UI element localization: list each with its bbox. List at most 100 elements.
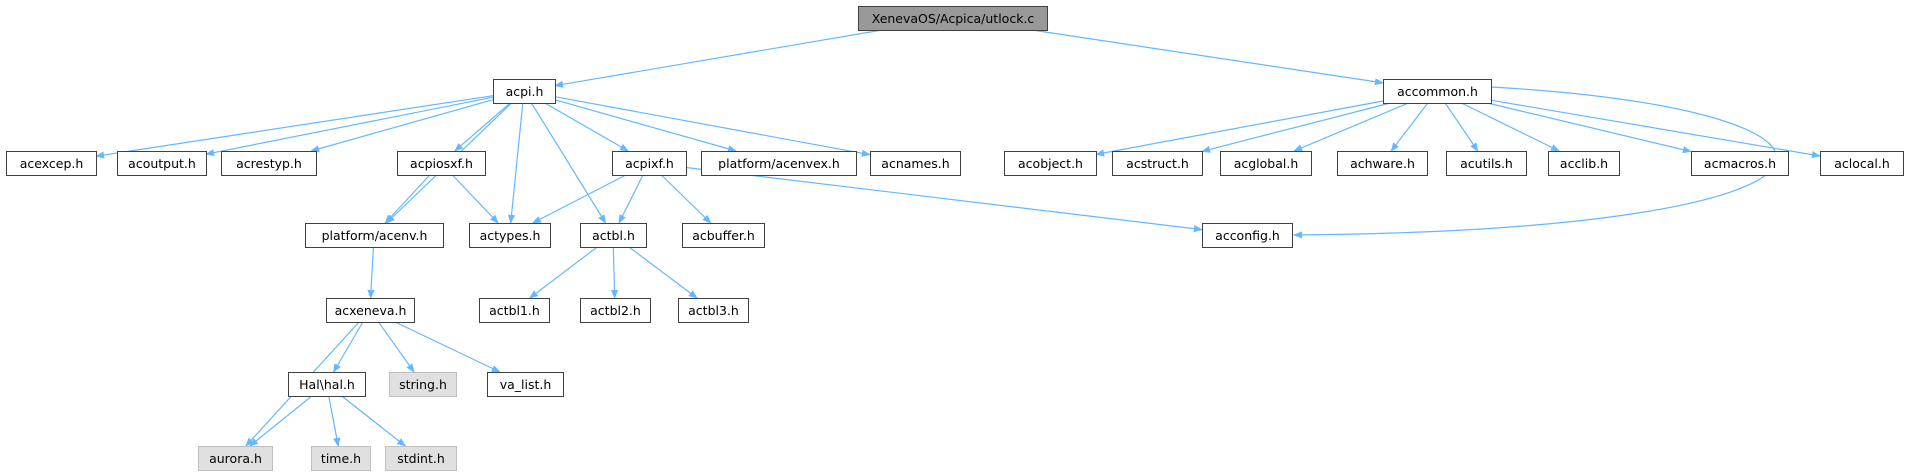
edge-acpi-to-acpixf	[544, 102, 629, 152]
node-box-aurora	[198, 446, 273, 471]
node-accommon[interactable]: accommon.h	[1383, 79, 1492, 104]
node-acutils[interactable]: acutils.h	[1446, 151, 1527, 176]
node-label-aclocal: aclocal.h	[1834, 156, 1890, 171]
node-actbl1[interactable]: actbl1.h	[479, 298, 550, 323]
edge-acxeneva-to-halhal	[333, 321, 364, 373]
node-acexcep[interactable]: acexcep.h	[6, 151, 97, 176]
node-string: string.h	[389, 372, 457, 397]
node-stdint: stdint.h	[385, 446, 457, 471]
edge-acxeneva-to-valist	[394, 321, 501, 373]
node-acpiosxf[interactable]: acpiosxf.h	[397, 151, 486, 176]
node-label-achware: achware.h	[1350, 156, 1415, 171]
node-label-acrestyp: acrestyp.h	[236, 156, 302, 171]
node-label-acoutput: acoutput.h	[128, 156, 196, 171]
node-label-actypes: actypes.h	[480, 228, 541, 243]
node-box-halhal	[288, 372, 366, 397]
node-time: time.h	[311, 446, 371, 471]
node-box-acxeneva	[326, 298, 415, 323]
node-label-acpiosxf: acpiosxf.h	[410, 156, 473, 171]
node-label-valist: va_list.h	[500, 377, 552, 392]
edge-acenv-to-acxeneva	[367, 246, 375, 299]
edge-acpixf-to-actypes	[532, 174, 627, 224]
node-halhal[interactable]: Hal\hal.h	[288, 372, 366, 397]
node-box-acmacros	[1691, 151, 1789, 176]
node-box-actbl1	[479, 298, 550, 323]
edge-acpiosxf-to-acenv	[384, 174, 431, 224]
node-label-acnames: acnames.h	[881, 156, 949, 171]
node-box-actbl3	[678, 298, 749, 323]
node-label-acenv: platform/acenv.h	[322, 228, 428, 243]
edge-acpi-to-acpiosxf	[454, 102, 511, 152]
node-box-acexcep	[6, 151, 97, 176]
edge-actbl-to-actbl1	[529, 246, 598, 299]
node-acmacros[interactable]: acmacros.h	[1691, 151, 1789, 176]
node-label-acconfig: acconfig.h	[1215, 228, 1280, 243]
node-label-acglobal: acglobal.h	[1234, 156, 1299, 171]
node-acxeneva[interactable]: acxeneva.h	[326, 298, 415, 323]
node-acconfig[interactable]: acconfig.h	[1202, 223, 1293, 248]
edge-accommon-to-acobject	[1095, 100, 1384, 157]
edge-root-to-accommon	[1032, 29, 1384, 86]
node-acnames[interactable]: acnames.h	[870, 151, 961, 176]
node-box-acrestyp	[221, 151, 317, 176]
node-label-time: time.h	[321, 451, 361, 466]
node-root[interactable]: XenevaOS/Acpica/utlock.c	[858, 6, 1048, 31]
node-acenv[interactable]: platform/acenv.h	[305, 223, 444, 248]
node-label-aurora: aurora.h	[209, 451, 262, 466]
node-box-aclocal	[1820, 151, 1904, 176]
node-label-halhal: Hal\hal.h	[299, 377, 355, 392]
node-actbl3[interactable]: actbl3.h	[678, 298, 749, 323]
node-actbl2[interactable]: actbl2.h	[580, 298, 651, 323]
node-label-accommon: accommon.h	[1397, 84, 1478, 99]
node-actbl[interactable]: actbl.h	[580, 223, 647, 248]
node-box-acstruct	[1112, 151, 1203, 176]
edge-accommon-to-acmacros	[1487, 102, 1692, 154]
edge-acxeneva-to-string	[378, 321, 415, 373]
node-box-acbuffer	[682, 223, 765, 248]
node-label-acutils: acutils.h	[1460, 156, 1513, 171]
node-label-acmacros: acmacros.h	[1704, 156, 1776, 171]
node-acclib[interactable]: acclib.h	[1548, 151, 1620, 176]
node-box-actbl2	[580, 298, 651, 323]
node-acbuffer[interactable]: acbuffer.h	[682, 223, 765, 248]
node-aurora: aurora.h	[198, 446, 273, 471]
node-acpixf[interactable]: acpixf.h	[612, 151, 687, 176]
node-label-acenvex: platform/acenvex.h	[718, 156, 840, 171]
node-achware[interactable]: achware.h	[1337, 151, 1428, 176]
edge-acpixf-to-actbl	[618, 174, 644, 224]
node-acglobal[interactable]: acglobal.h	[1220, 151, 1312, 176]
node-box-acclib	[1548, 151, 1620, 176]
edge-acpi-to-acnames	[554, 96, 871, 157]
node-box-acpiosxf	[397, 151, 486, 176]
edge-acpi-to-acexcep	[95, 95, 494, 159]
node-box-acnames	[870, 151, 961, 176]
node-acobject[interactable]: acobject.h	[1004, 151, 1097, 176]
node-box-string	[389, 372, 457, 397]
node-box-acobject	[1004, 151, 1097, 176]
node-label-acexcep: acexcep.h	[20, 156, 84, 171]
node-label-string: string.h	[399, 377, 447, 392]
node-acoutput[interactable]: acoutput.h	[117, 151, 207, 176]
node-label-actbl3: actbl3.h	[688, 303, 739, 318]
node-aclocal[interactable]: aclocal.h	[1820, 151, 1904, 176]
node-valist[interactable]: va_list.h	[487, 372, 564, 397]
edge-accommon-to-achware	[1390, 102, 1429, 152]
node-label-acpi: acpi.h	[506, 84, 544, 99]
node-label-actbl: actbl.h	[592, 228, 635, 243]
node-acrestyp[interactable]: acrestyp.h	[221, 151, 317, 176]
node-box-actbl	[580, 223, 647, 248]
node-box-acconfig	[1202, 223, 1293, 248]
edge-acpi-to-actbl	[530, 102, 607, 224]
node-acpi[interactable]: acpi.h	[493, 79, 556, 104]
node-box-root	[858, 6, 1048, 31]
node-box-acpixf	[612, 151, 687, 176]
edge-halhal-to-aurora	[249, 395, 313, 447]
node-box-time	[311, 446, 371, 471]
node-box-acoutput	[117, 151, 207, 176]
edge-root-to-acpi	[554, 29, 883, 88]
node-actypes[interactable]: actypes.h	[469, 223, 551, 248]
edge-halhal-to-stdint	[341, 395, 407, 447]
node-acenvex[interactable]: platform/acenvex.h	[701, 151, 857, 176]
edge-accommon-to-acstruct	[1201, 102, 1391, 153]
node-acstruct[interactable]: acstruct.h	[1112, 151, 1203, 176]
